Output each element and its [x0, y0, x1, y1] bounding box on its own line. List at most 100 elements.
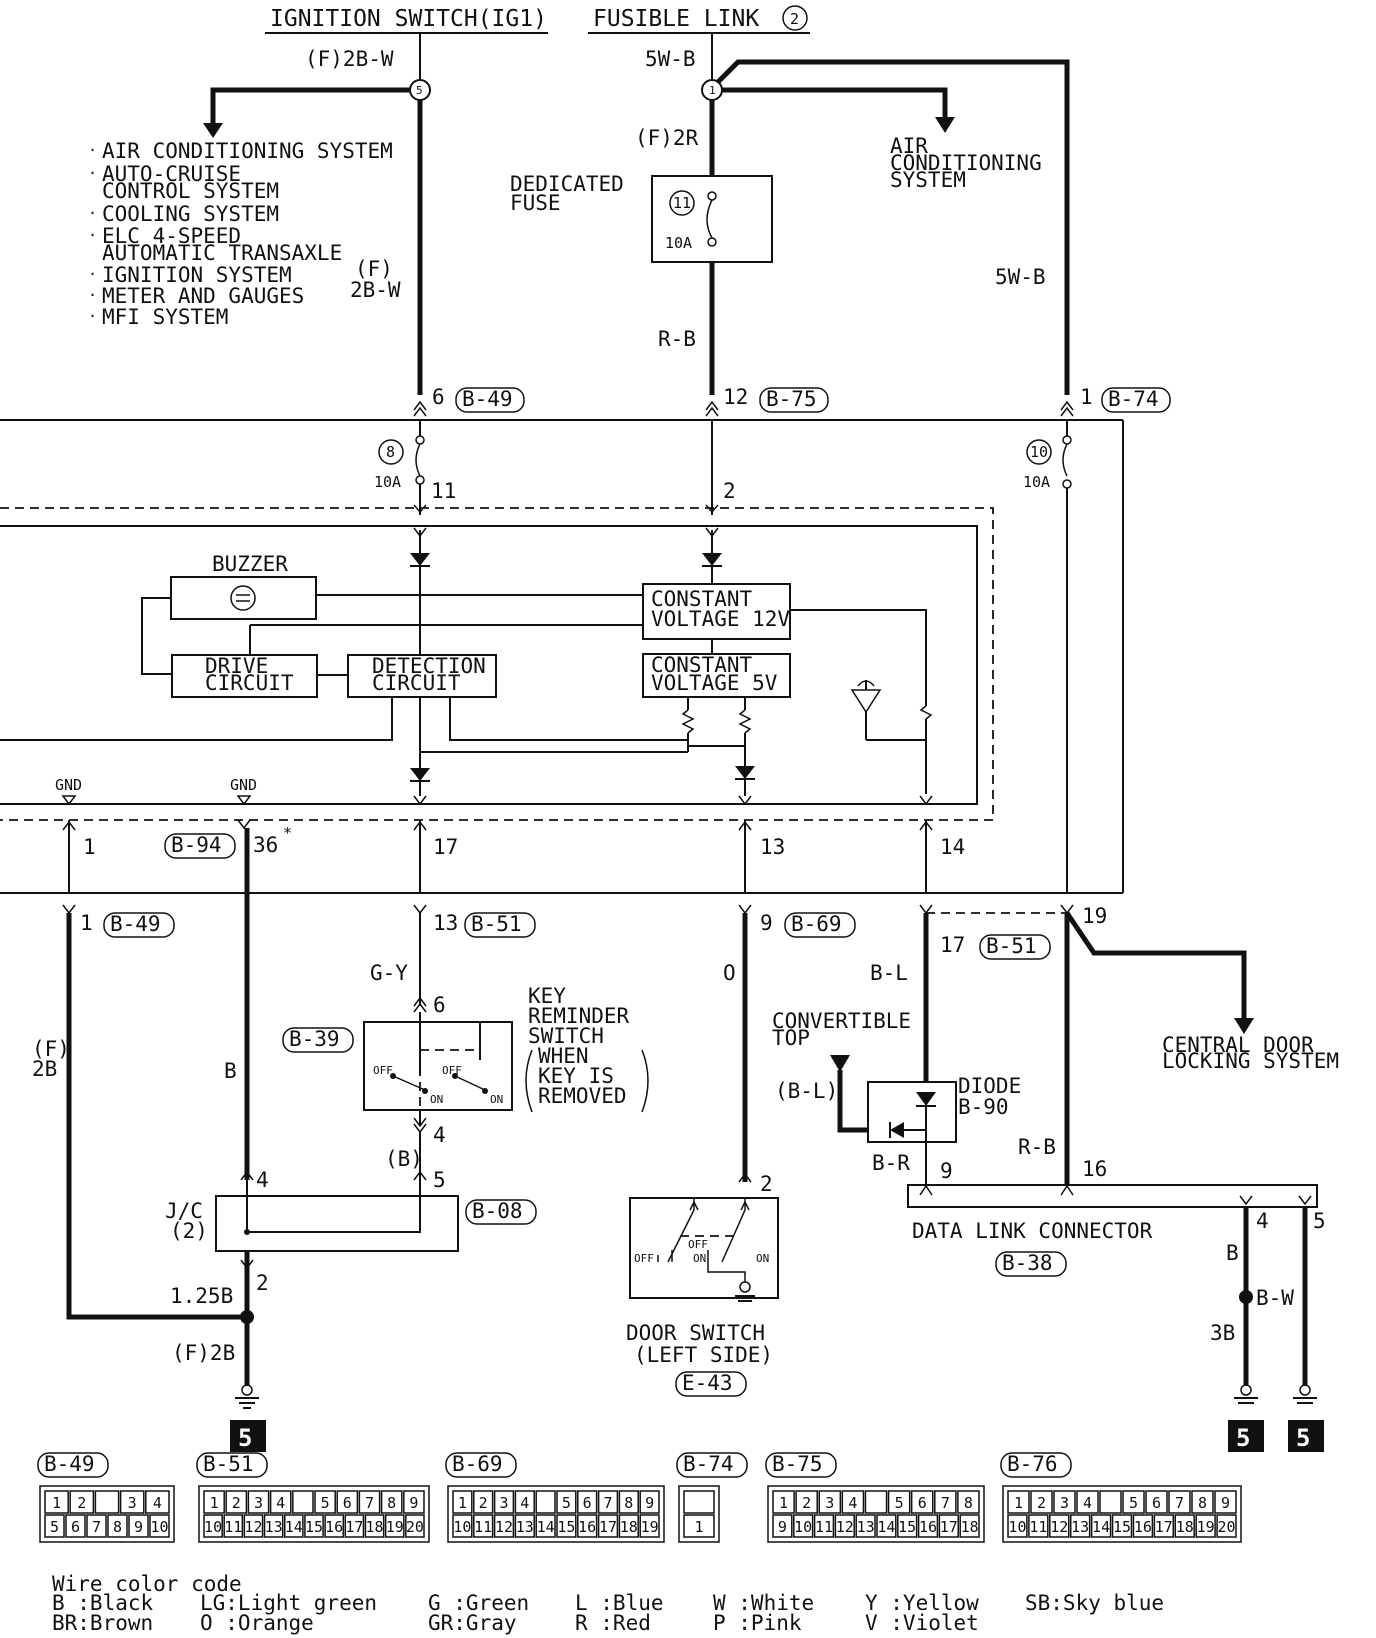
connector-pin-number: 16: [1134, 1518, 1152, 1536]
connector-pin-cell: [1132, 1514, 1154, 1538]
wire-f2b-1: (F): [32, 1037, 70, 1061]
dlc-conn: B-38: [1002, 1251, 1053, 1275]
wire-5wb-top: 5W-B: [645, 47, 696, 71]
svg-text:BR:Brown: BR:Brown: [52, 1611, 153, 1635]
ground-mark-right-2: 5: [1296, 1424, 1310, 1452]
connector-pin-cell: [959, 1514, 980, 1538]
connector-pin-number: 1: [52, 1494, 61, 1512]
connector-pin-cell: [957, 1490, 980, 1514]
connector-pin-number: 12: [836, 1518, 854, 1536]
connector-pin-cell: [145, 1490, 170, 1514]
buzzer-box: [170, 576, 317, 620]
ground-left-icon: [241, 1384, 253, 1396]
svg-text:B :Black: B :Black: [52, 1591, 154, 1615]
connector-pin-cell: [364, 1514, 385, 1538]
connector-pin-number: 8: [1198, 1494, 1207, 1512]
connector-pin-number: 12: [495, 1518, 513, 1536]
connector-pin-cell: [841, 1490, 865, 1514]
connector-pin-number: 17: [345, 1518, 363, 1536]
connector-face-id: B-75: [772, 1452, 823, 1476]
svg-text:REMOVED: REMOVED: [538, 1084, 627, 1108]
connector-pin-number: 18: [620, 1518, 638, 1536]
gnd-1-label: GND: [55, 776, 82, 794]
conn-b51b-pin: 17: [940, 933, 965, 957]
connector-pin-cell: [577, 1514, 598, 1538]
svg-text:AIR CONDITIONING SYSTEM: AIR CONDITIONING SYSTEM: [102, 139, 393, 163]
svg-text:KEY: KEY: [528, 984, 566, 1008]
connector-pin-number: 1: [458, 1494, 467, 1512]
svg-text:·: ·: [88, 226, 97, 244]
connector-pin-number: 14: [285, 1518, 303, 1536]
connector-pin-number: 13: [857, 1518, 875, 1536]
fusible-link-number: 2: [790, 10, 799, 28]
connector-pin-cell: [405, 1514, 425, 1538]
diode-conn: B-90: [958, 1095, 1009, 1119]
fuse-8-num: 8: [386, 443, 395, 461]
connector-pin-number: 8: [964, 1494, 973, 1512]
svg-text:Wire color code: Wire color code: [52, 1572, 242, 1596]
dlc-name: DATA LINK CONNECTOR: [912, 1219, 1153, 1243]
wire-bl-paren: (B-L): [775, 1079, 838, 1103]
wire-br: B-R: [872, 1151, 910, 1175]
connector-pin-number: 9: [778, 1518, 787, 1536]
pin-14: 14: [940, 835, 965, 859]
connector-pin-number: 13: [1071, 1518, 1089, 1536]
connector-pin-cell: [107, 1514, 128, 1538]
ac-right-2: CONDITIONING: [890, 151, 1042, 175]
wire-5wb-right: 5W-B: [995, 265, 1046, 289]
door-switch-conn: E-43: [682, 1371, 733, 1395]
connector-pin-cell: [1168, 1490, 1191, 1514]
door-switch-off-1: OFF: [634, 1252, 654, 1265]
central-door-label-2: LOCKING SYSTEM: [1162, 1049, 1339, 1073]
connector-pin-cell: [65, 1514, 86, 1538]
connector-pin-number: 5: [321, 1494, 330, 1512]
key-switch-off-1: OFF: [373, 1064, 393, 1077]
connector-pin-number: 7: [92, 1518, 101, 1536]
joint-connector-box: [215, 1195, 459, 1252]
door-switch-on-1: ON: [693, 1252, 706, 1265]
cv5-label-2: VOLTAGE 5V: [651, 671, 778, 695]
conn-b75-id: B-75: [766, 387, 817, 411]
door-switch-ground-icon: [739, 1281, 751, 1293]
connector-pin-cell: [1090, 1514, 1112, 1538]
conn-b49-top-pin: 6: [432, 385, 445, 409]
connector-pin-cell: [535, 1490, 556, 1514]
connector-pin-cell: [384, 1514, 405, 1538]
connector-pin-cell: [247, 1490, 270, 1514]
svg-text:L :Blue: L :Blue: [575, 1591, 664, 1615]
connector-pin-cell: [514, 1490, 535, 1514]
connector-pin-number: 6: [583, 1494, 592, 1512]
wire-rb-low: R-B: [1018, 1135, 1056, 1159]
wire-f2bw-top: (F)2B-W: [305, 47, 394, 71]
connector-pin-cell: [128, 1514, 149, 1538]
fusible-link-number-circle: [782, 5, 808, 31]
fuse-8-circle: [378, 439, 404, 465]
connector-pin-number: 14: [1092, 1518, 1110, 1536]
connector-pin-number: 8: [624, 1494, 633, 1512]
wire-b-right: B: [1226, 1241, 1239, 1265]
svg-text:SWITCH: SWITCH: [528, 1024, 604, 1048]
connector-pin-number: 4: [1083, 1494, 1092, 1512]
jc-pin-4: 4: [256, 1168, 269, 1192]
connector-pin-cell: [403, 1490, 425, 1514]
key-reminder-switch-label: KEY REMINDER SWITCH WHEN KEY IS REMOVED: [525, 984, 649, 1113]
wire-bw: B-W: [1256, 1286, 1294, 1310]
svg-text:·: ·: [88, 307, 97, 325]
connector-pin-number: 20: [406, 1518, 424, 1536]
dlc-pin-16: 16: [1082, 1157, 1107, 1181]
connector-pin-number: 4: [276, 1494, 285, 1512]
connector-pin-number: 9: [134, 1518, 143, 1536]
connector-pin-number: 3: [825, 1494, 834, 1512]
connector-pin-cell: [1111, 1514, 1133, 1538]
connector-pin-cell: [283, 1514, 304, 1538]
connector-pin-number: 6: [343, 1494, 352, 1512]
connector-pin-cell: [639, 1490, 660, 1514]
connector-pin-number: 19: [641, 1518, 659, 1536]
svg-text:·: ·: [88, 286, 97, 304]
fuse-8-amp: 10A: [374, 473, 401, 491]
connector-pin-number: 11: [474, 1518, 492, 1536]
fuse-10-num: 10: [1030, 443, 1048, 461]
conn-b74-id: B-74: [1108, 387, 1159, 411]
wire-f2b-2: 2B: [32, 1057, 57, 1081]
